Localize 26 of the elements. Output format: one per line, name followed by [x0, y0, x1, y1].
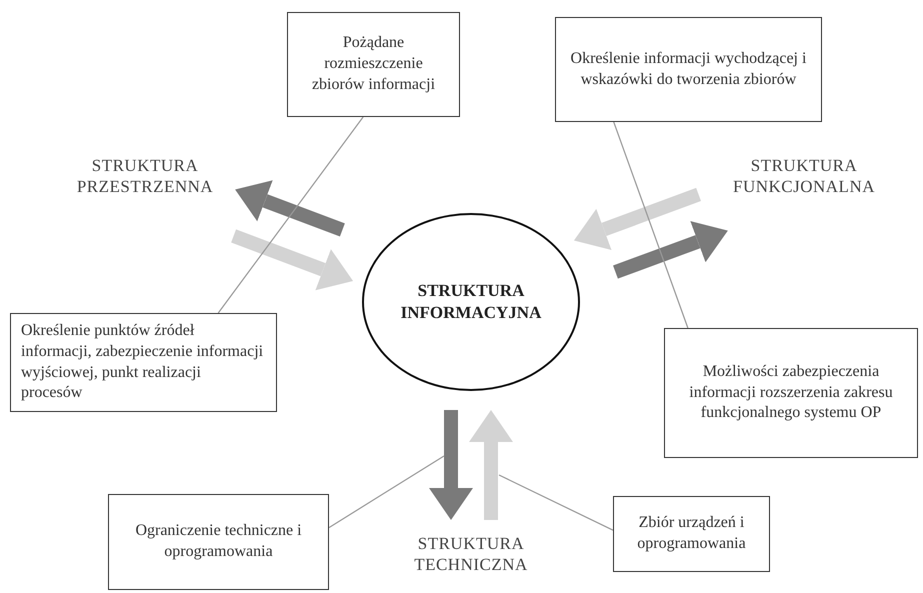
description-box	[664, 328, 918, 458]
description-text: Pożądane rozmieszczenie zbiorów informacji	[310, 33, 436, 95]
structure-label: STRUKTURA TECHNICZNA	[381, 533, 561, 577]
description-text: Zbiór urządzeń i oprogramowania	[636, 513, 747, 554]
description-box	[613, 496, 770, 572]
connector-line	[613, 122, 688, 328]
structure-label: STRUKTURA FUNKCJONALNA	[704, 155, 904, 203]
thick-arrow	[235, 180, 345, 236]
thick-arrow	[469, 410, 513, 520]
thick-arrow	[574, 188, 701, 250]
thick-arrow	[231, 229, 354, 290]
description-text: Ograniczenie techniczne i oprogramowania	[134, 521, 303, 562]
connector-line	[328, 456, 444, 528]
thick-arrow	[613, 221, 728, 279]
structure-label: STRUKTURA PRZESTRZENNA	[45, 155, 245, 203]
description-box	[555, 17, 822, 122]
central-title: STRUKTURA INFORMACYJNA	[400, 280, 542, 324]
description-box	[287, 12, 460, 117]
description-text: Możliwości zabezpieczenia informacji rozszerzenia zakresu funkcjonalnego systemu OP	[688, 362, 894, 424]
connector-line	[218, 116, 364, 314]
description-box	[10, 313, 277, 412]
description-box	[108, 494, 329, 590]
thick-arrow	[429, 410, 473, 520]
description-text: Określenie informacji wychodzącej i wskazówki do tworzenia zbiorów	[570, 48, 808, 90]
connector-line	[498, 474, 614, 531]
description-text: Określenie punktów źródeł informacji, zabezpieczenie informacji wyjściowej, punkt realizacji procesów	[21, 320, 264, 404]
